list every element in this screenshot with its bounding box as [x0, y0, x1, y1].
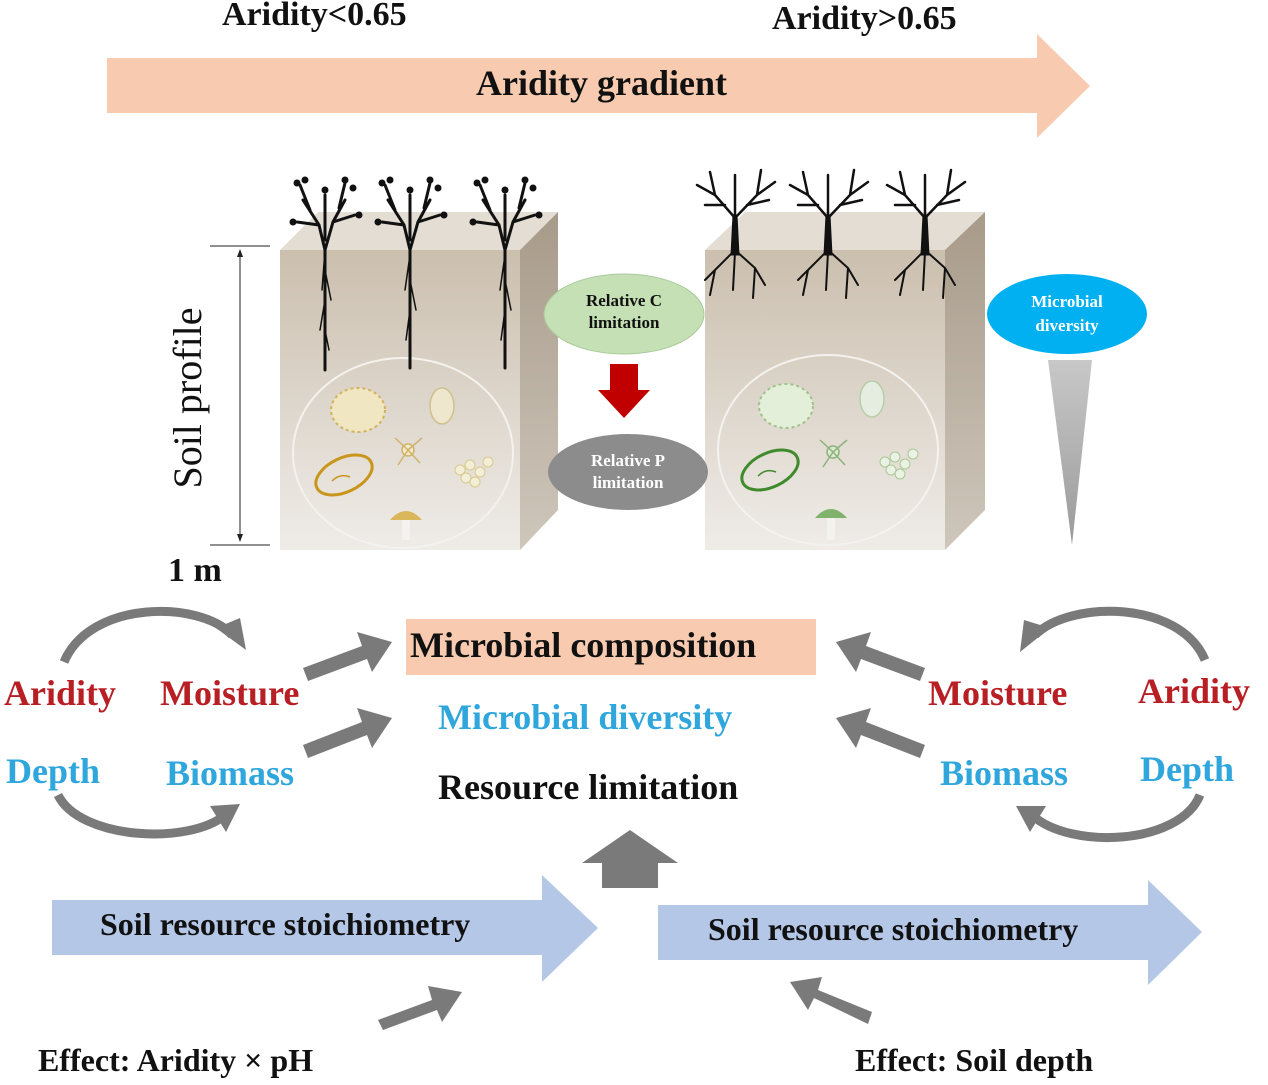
arrows-to-outcomes	[303, 632, 925, 888]
flagellate-icon	[819, 439, 848, 468]
stoichiometry-right-label: Soil resource stoichiometry	[708, 911, 1079, 947]
aridity-gradient-label: Aridity gradient	[476, 63, 727, 103]
aridity-low-label: Aridity<0.65	[222, 0, 407, 33]
microbes-right	[740, 380, 919, 540]
curved-arrows-left	[53, 607, 236, 839]
tree-icon	[788, 168, 870, 299]
fungal-spore-icon	[429, 387, 455, 425]
mushroom-icon	[390, 511, 422, 540]
stoichiometry-left-label: Soil resource stoichiometry	[100, 906, 471, 942]
shrub-icon	[374, 176, 448, 370]
right-moisture-label: Moisture	[928, 673, 1068, 713]
p-limitation-bubble	[548, 434, 708, 510]
soil-block-right	[705, 212, 985, 550]
tree-icon	[885, 168, 967, 299]
bacterium-icon	[740, 448, 800, 492]
left-aridity-label: Aridity	[4, 673, 116, 713]
tree-icon	[695, 168, 777, 299]
right-biomass-label: Biomass	[940, 753, 1069, 793]
stoichiometry-arrow-right	[658, 880, 1202, 985]
cell-cluster-icon	[879, 448, 919, 480]
soil-profile-label: Soil profile	[165, 307, 210, 489]
right-aridity-label: Aridity	[1138, 671, 1250, 711]
shrub-icon	[289, 176, 363, 372]
microbial-diversity-bubble-label: Microbial diversity	[1031, 292, 1103, 335]
plants-right	[695, 168, 967, 299]
stoichiometry-arrow-left	[52, 875, 598, 982]
microbial-diversity-label: Microbial diversity	[438, 697, 733, 737]
microbial-composition-label: Microbial composition	[410, 625, 757, 665]
right-depth-label: Depth	[1140, 749, 1235, 789]
curved-arrows-right	[1028, 606, 1210, 842]
flagellate-icon	[394, 437, 423, 466]
down-arrow-icon	[598, 364, 650, 418]
bacterium-icon	[314, 453, 374, 497]
shrub-icon	[469, 176, 543, 370]
left-biomass-label: Biomass	[166, 753, 295, 793]
aridity-high-label: Aridity>0.65	[772, 0, 957, 37]
resource-limitation-label: Resource limitation	[438, 767, 739, 807]
c-limitation-label: Relative C limitation	[585, 291, 662, 332]
effect-left-label: Effect: Aridity × pH	[38, 1042, 314, 1078]
c-limitation-bubble	[543, 273, 705, 355]
microbial-diversity-bubble	[987, 274, 1147, 354]
decrease-cone-icon	[1048, 360, 1092, 545]
fungal-spore-icon	[859, 380, 885, 418]
effect-arrows	[378, 977, 872, 1030]
p-limitation-label: Relative P limitation	[590, 451, 666, 492]
microbes-left	[314, 387, 494, 540]
plants-left	[289, 176, 543, 372]
composition-highlight	[406, 619, 816, 675]
soil-depth-scale	[210, 245, 270, 546]
mushroom-icon	[815, 509, 847, 540]
virus-icon	[758, 383, 814, 429]
soil-block-left	[280, 212, 558, 550]
cell-cluster-icon	[454, 456, 494, 488]
effect-right-label: Effect: Soil depth	[855, 1042, 1094, 1078]
depth-scale-label: 1 m	[168, 552, 222, 589]
left-moisture-label: Moisture	[160, 673, 300, 713]
virus-icon	[330, 387, 386, 433]
left-depth-label: Depth	[6, 751, 101, 791]
aridity-gradient-arrow	[107, 34, 1090, 138]
